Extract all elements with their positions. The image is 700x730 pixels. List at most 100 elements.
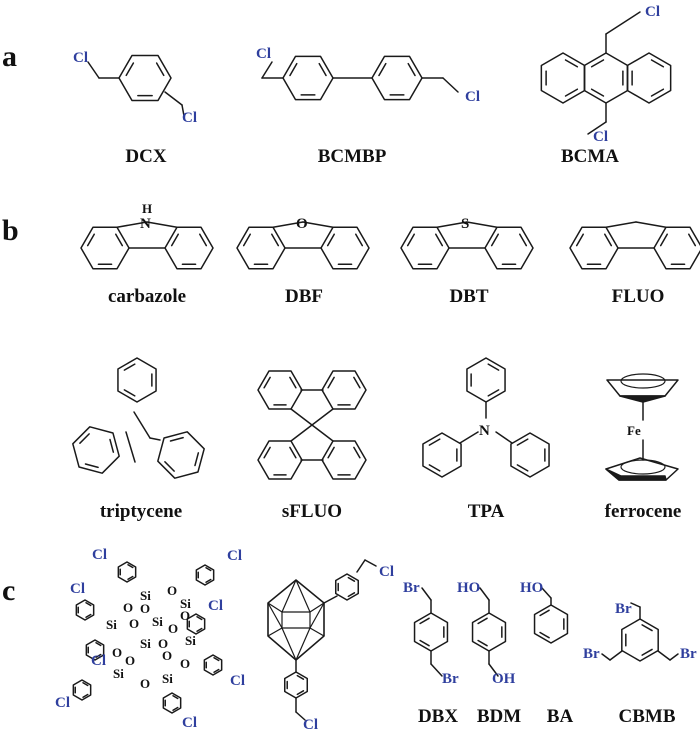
benzene-ring xyxy=(195,564,215,586)
benzene-ring xyxy=(117,561,137,583)
bond xyxy=(311,424,334,442)
atom-br: Br xyxy=(442,671,459,687)
bond xyxy=(272,221,304,228)
atom-cl: Cl xyxy=(227,548,242,564)
double-bond xyxy=(85,613,92,618)
bond xyxy=(125,431,136,463)
atom-cl: Cl xyxy=(182,715,197,730)
double-bond xyxy=(641,624,653,632)
atom-br: Br xyxy=(403,580,420,596)
atom-br: Br xyxy=(680,646,697,662)
molecule-label-sfluo: sFLUO xyxy=(282,501,342,522)
atom-si: Si xyxy=(106,617,117,632)
atom-cl: Cl xyxy=(208,598,223,614)
benzene-ring xyxy=(540,52,586,104)
atom-cl: Cl xyxy=(379,564,394,580)
molecule-label-ba: BA xyxy=(547,706,574,727)
double-bond xyxy=(407,62,416,77)
double-bond xyxy=(519,233,528,247)
atom-cl: Cl xyxy=(465,89,480,105)
aromatic-circle xyxy=(620,459,666,475)
panel-label-c: c xyxy=(2,574,15,607)
double-bond xyxy=(263,446,271,459)
benzene-ring xyxy=(334,573,360,601)
atom-cl: Cl xyxy=(70,581,85,597)
double-bond xyxy=(575,233,584,247)
double-bond xyxy=(516,464,529,472)
benzene-ring xyxy=(321,370,367,410)
benzene-ring xyxy=(186,613,206,635)
aromatic-circle xyxy=(620,373,666,389)
bond xyxy=(630,602,641,608)
double-bond xyxy=(539,631,550,639)
benzene-ring xyxy=(484,226,534,270)
atom-si: Si xyxy=(185,633,196,648)
double-bond xyxy=(79,433,90,444)
benzene-ring xyxy=(157,431,205,479)
atom-n: N xyxy=(140,216,151,232)
double-bond xyxy=(516,438,529,446)
double-bond xyxy=(109,438,115,453)
atom-o: O xyxy=(180,608,190,623)
benzene-ring xyxy=(533,604,569,644)
wedge-bond xyxy=(605,468,667,481)
double-bond xyxy=(327,376,335,389)
atom-br: Br xyxy=(615,601,632,617)
atom-ho: HO xyxy=(520,580,543,596)
bond xyxy=(116,221,148,228)
atom-cl: Cl xyxy=(73,50,88,66)
bond xyxy=(311,408,334,426)
atom-o: O xyxy=(129,616,139,631)
atom-o: O xyxy=(123,600,133,615)
atom-s: S xyxy=(461,216,469,232)
atom-si: Si xyxy=(113,666,124,681)
double-bond xyxy=(95,642,102,647)
cage-edge xyxy=(295,627,311,661)
bond xyxy=(181,104,185,117)
benzene-ring xyxy=(164,226,214,270)
atom-si: Si xyxy=(162,671,173,686)
bond xyxy=(146,221,178,228)
atom-o: O xyxy=(125,653,135,668)
atom-cl: Cl xyxy=(91,653,106,669)
double-bond xyxy=(564,88,579,97)
double-bond xyxy=(428,464,441,472)
wedge-bond xyxy=(619,395,666,403)
bond xyxy=(290,424,313,442)
benzene-ring xyxy=(236,226,286,270)
double-bond xyxy=(326,233,335,247)
double-bond xyxy=(82,693,89,698)
double-bond xyxy=(318,62,327,77)
benzene-ring xyxy=(371,55,423,101)
atom-fe: Fe xyxy=(627,423,641,438)
double-bond xyxy=(355,233,364,247)
molecule-label-tpa: TPA xyxy=(468,501,505,522)
double-bond xyxy=(289,446,297,459)
atom-si: Si xyxy=(180,596,191,611)
atom-oh: OH xyxy=(492,671,516,687)
double-bond xyxy=(406,233,415,247)
double-bond xyxy=(296,674,305,680)
benzene-ring xyxy=(626,52,672,104)
cage-edge xyxy=(267,627,283,637)
benzene-ring xyxy=(257,440,303,480)
benzene-ring xyxy=(282,55,334,101)
double-bond xyxy=(164,461,175,472)
double-bond xyxy=(419,617,430,625)
atom-n: N xyxy=(479,423,490,439)
molecule-label-ferrocene: ferrocene xyxy=(605,501,682,522)
benzene-ring xyxy=(72,426,120,474)
double-bond xyxy=(170,233,179,247)
atom-o: O xyxy=(158,636,168,651)
bond xyxy=(466,221,498,228)
benzene-ring xyxy=(257,370,303,410)
bond xyxy=(587,121,607,135)
double-bond xyxy=(123,363,136,371)
bond xyxy=(364,559,377,567)
atom-o: O xyxy=(162,648,172,663)
double-bond xyxy=(419,639,430,647)
double-bond xyxy=(196,616,203,621)
double-bond xyxy=(242,233,251,247)
cage-edge xyxy=(309,602,325,629)
